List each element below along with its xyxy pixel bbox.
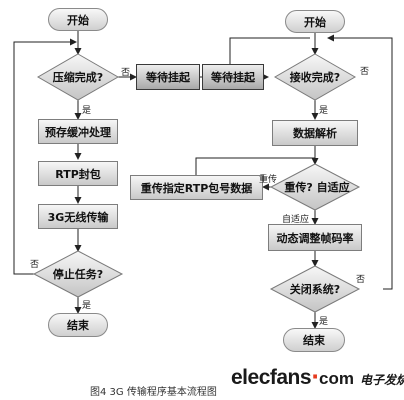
label-yes-stop: 是 [82, 301, 92, 311]
label-no-close: 否 [356, 275, 366, 285]
left-end-terminal: 结束 [48, 313, 108, 337]
label-resend: 重传 [259, 175, 278, 185]
label-no-compress: 否 [121, 68, 131, 78]
transmit-label: 3G无线传输 [47, 210, 109, 224]
wait-left-label: 等待挂起 [146, 71, 190, 84]
wait-box-left: 等待挂起 [136, 64, 200, 90]
watermark-brand-b: com [319, 369, 355, 388]
elecfans-watermark: elecfans · com 电子发烧友 [231, 365, 404, 390]
watermark-brand-a: elecfans [231, 366, 312, 389]
recv-done-label: 接收完成? [289, 71, 341, 84]
label-yes-recv: 是 [319, 106, 329, 116]
parse-label: 数据解析 [293, 127, 337, 140]
label-adapt: 自适应 [282, 215, 310, 225]
right-end-terminal: 结束 [283, 328, 345, 352]
label-yes-close: 是 [319, 317, 329, 327]
right-end-label: 结束 [303, 334, 325, 347]
resend-rtp-box: 重传指定RTP包号数据 [130, 175, 263, 200]
resend-rtp-label: 重传指定RTP包号数据 [140, 181, 253, 195]
resend-adapt-diamond [269, 163, 361, 211]
wait-box-right: 等待挂起 [202, 64, 264, 90]
label-yes-compress: 是 [82, 106, 92, 116]
compress-done-label: 压缩完成? [52, 71, 104, 84]
recv-done-text: 接收完成? [275, 69, 355, 85]
left-start-label: 开始 [67, 13, 89, 27]
pre-buffer-label: 预存缓冲处理 [45, 125, 111, 139]
resend-adapt-text: 重传? 自适应 [271, 179, 363, 195]
compress-done-text: 压缩完成? [38, 69, 118, 85]
parse-box: 数据解析 [272, 120, 358, 146]
dyn-adjust-box: 动态调整帧码率 [268, 224, 362, 251]
close-sys-diamond [269, 265, 361, 313]
rtp-pack-box: RTP封包 [38, 161, 118, 186]
rtp-pack-label: RTP封包 [55, 167, 101, 181]
figure-caption: 图4 3G 传输程序基本流程图 [90, 387, 217, 398]
compress-done-diamond [36, 53, 120, 101]
stop-task-text: 停止任务? [34, 266, 122, 282]
resend-adapt-label: 重传? 自适应 [284, 181, 350, 194]
transmit-box: 3G无线传输 [38, 204, 118, 229]
right-start-terminal: 开始 [285, 10, 345, 33]
stop-task-label: 停止任务? [52, 268, 104, 281]
label-no-stop: 否 [30, 260, 40, 270]
watermark-dot: · [311, 365, 320, 389]
pre-buffer-box: 预存缓冲处理 [38, 119, 118, 144]
close-sys-label: 关闭系统? [289, 283, 341, 296]
recv-done-diamond [273, 53, 357, 101]
close-sys-text: 关闭系统? [271, 281, 359, 297]
stop-task-diamond [32, 250, 124, 298]
left-start-terminal: 开始 [48, 8, 108, 31]
left-end-label: 结束 [67, 319, 89, 332]
right-start-label: 开始 [304, 15, 326, 29]
watermark-brand-cn: 电子发烧友 [360, 373, 404, 387]
label-no-recv: 否 [360, 67, 370, 77]
dyn-adjust-label: 动态调整帧码率 [276, 231, 354, 245]
wait-right-label: 等待挂起 [211, 71, 255, 84]
